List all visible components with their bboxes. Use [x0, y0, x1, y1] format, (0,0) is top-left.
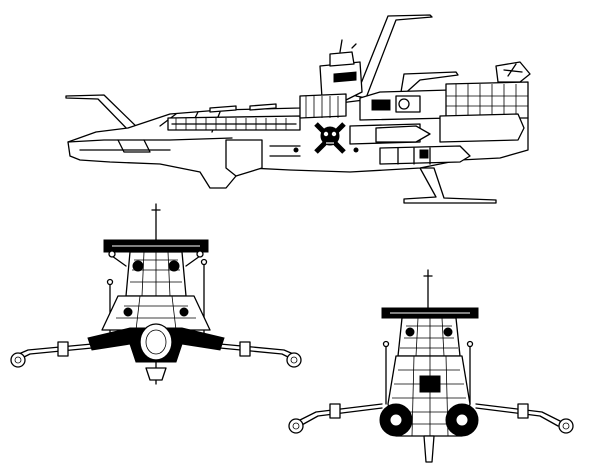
- battleship-rear-view-icon: [288, 269, 574, 463]
- skull-and-crossbones-icon: [314, 122, 346, 154]
- battleship-front-view-icon: [10, 203, 302, 385]
- battleship-side-view-icon: [65, 14, 531, 204]
